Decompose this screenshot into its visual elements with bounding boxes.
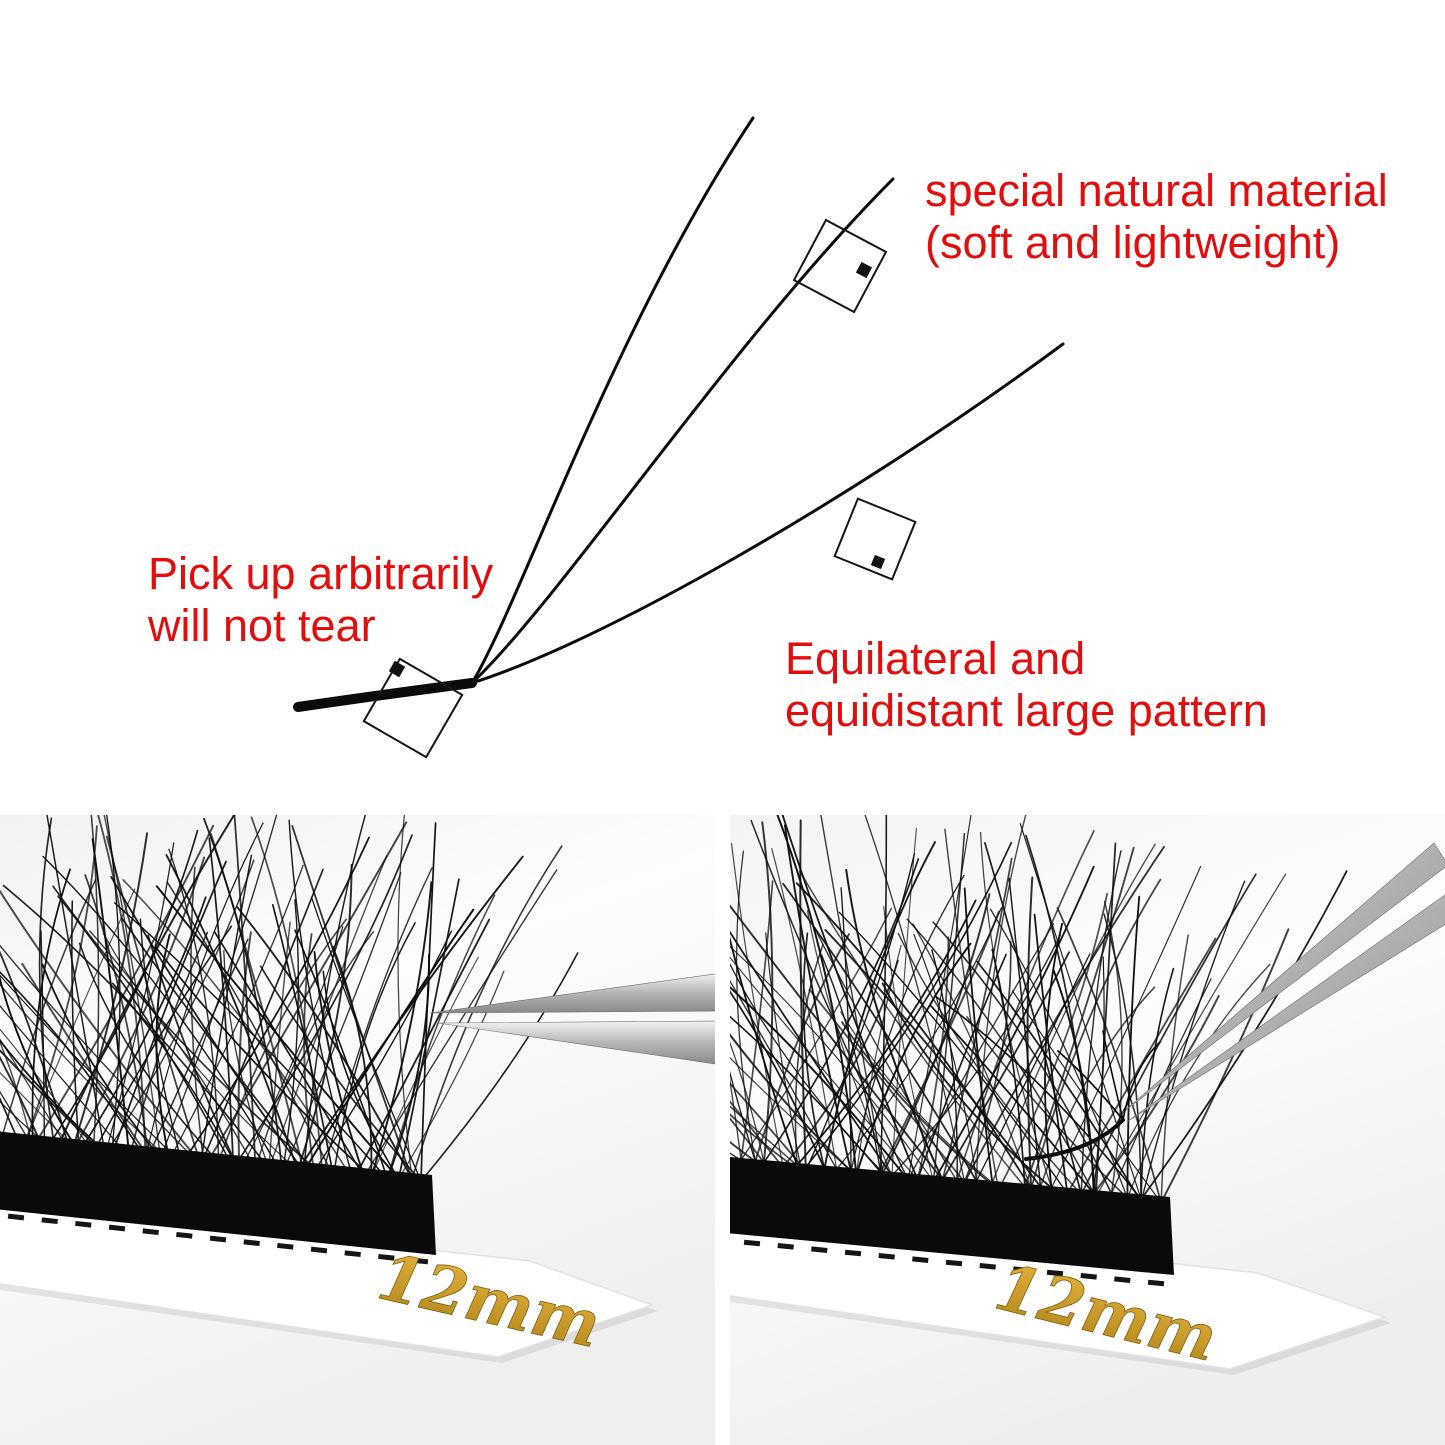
lash-tray-photo-right: 12mm — [730, 815, 1445, 1445]
callout-marker-base — [388, 660, 406, 678]
strip-dashes — [7, 1213, 429, 1265]
callout-marker-material — [855, 261, 873, 279]
lash-tray-right-svg: 12mm — [730, 815, 1445, 1445]
label-line: Equilateral and — [785, 633, 1086, 684]
label-equilateral-pattern: Equilateral and equidistant large patter… — [785, 633, 1268, 737]
lash-strip — [0, 1131, 436, 1255]
lash-strip — [730, 1157, 1174, 1275]
product-photos: 12mm — [0, 815, 1445, 1445]
lash-cluster-field — [730, 815, 1348, 1204]
label-line: special natural material — [925, 165, 1388, 216]
label-special-material: special natural material (soft and light… — [925, 165, 1388, 269]
tweezers — [1121, 842, 1445, 1122]
callout-square-material — [792, 218, 888, 314]
lash-strand-1 — [470, 116, 755, 685]
lash-strand-3 — [470, 342, 1065, 685]
strip-dashes — [743, 1239, 1165, 1287]
label-pick-up: Pick up arbitrarily will not tear — [148, 548, 493, 652]
label-line: (soft and lightweight) — [925, 217, 1341, 269]
hero-diagram: special natural material (soft and light… — [148, 116, 1388, 759]
label-line: will not tear — [148, 600, 376, 652]
tray-tape — [0, 1200, 655, 1358]
lash-tray-photo-left: 12mm — [0, 815, 715, 1445]
lash-cluster-field — [0, 815, 579, 1182]
callout-square-pattern — [833, 497, 917, 581]
callout-marker-pattern — [870, 554, 886, 570]
label-line: Pick up arbitrarily — [148, 548, 494, 599]
lash-fan-illustration — [293, 116, 1065, 759]
lash-tray-left-svg: 12mm — [0, 815, 715, 1445]
plucked-lash-fan — [1024, 1030, 1161, 1161]
lash-strand-2 — [470, 177, 895, 685]
tweezers — [429, 973, 715, 1065]
lash-fan-base — [293, 678, 477, 712]
label-line: equidistant large pattern — [785, 685, 1268, 737]
callout-square-base — [362, 657, 464, 759]
